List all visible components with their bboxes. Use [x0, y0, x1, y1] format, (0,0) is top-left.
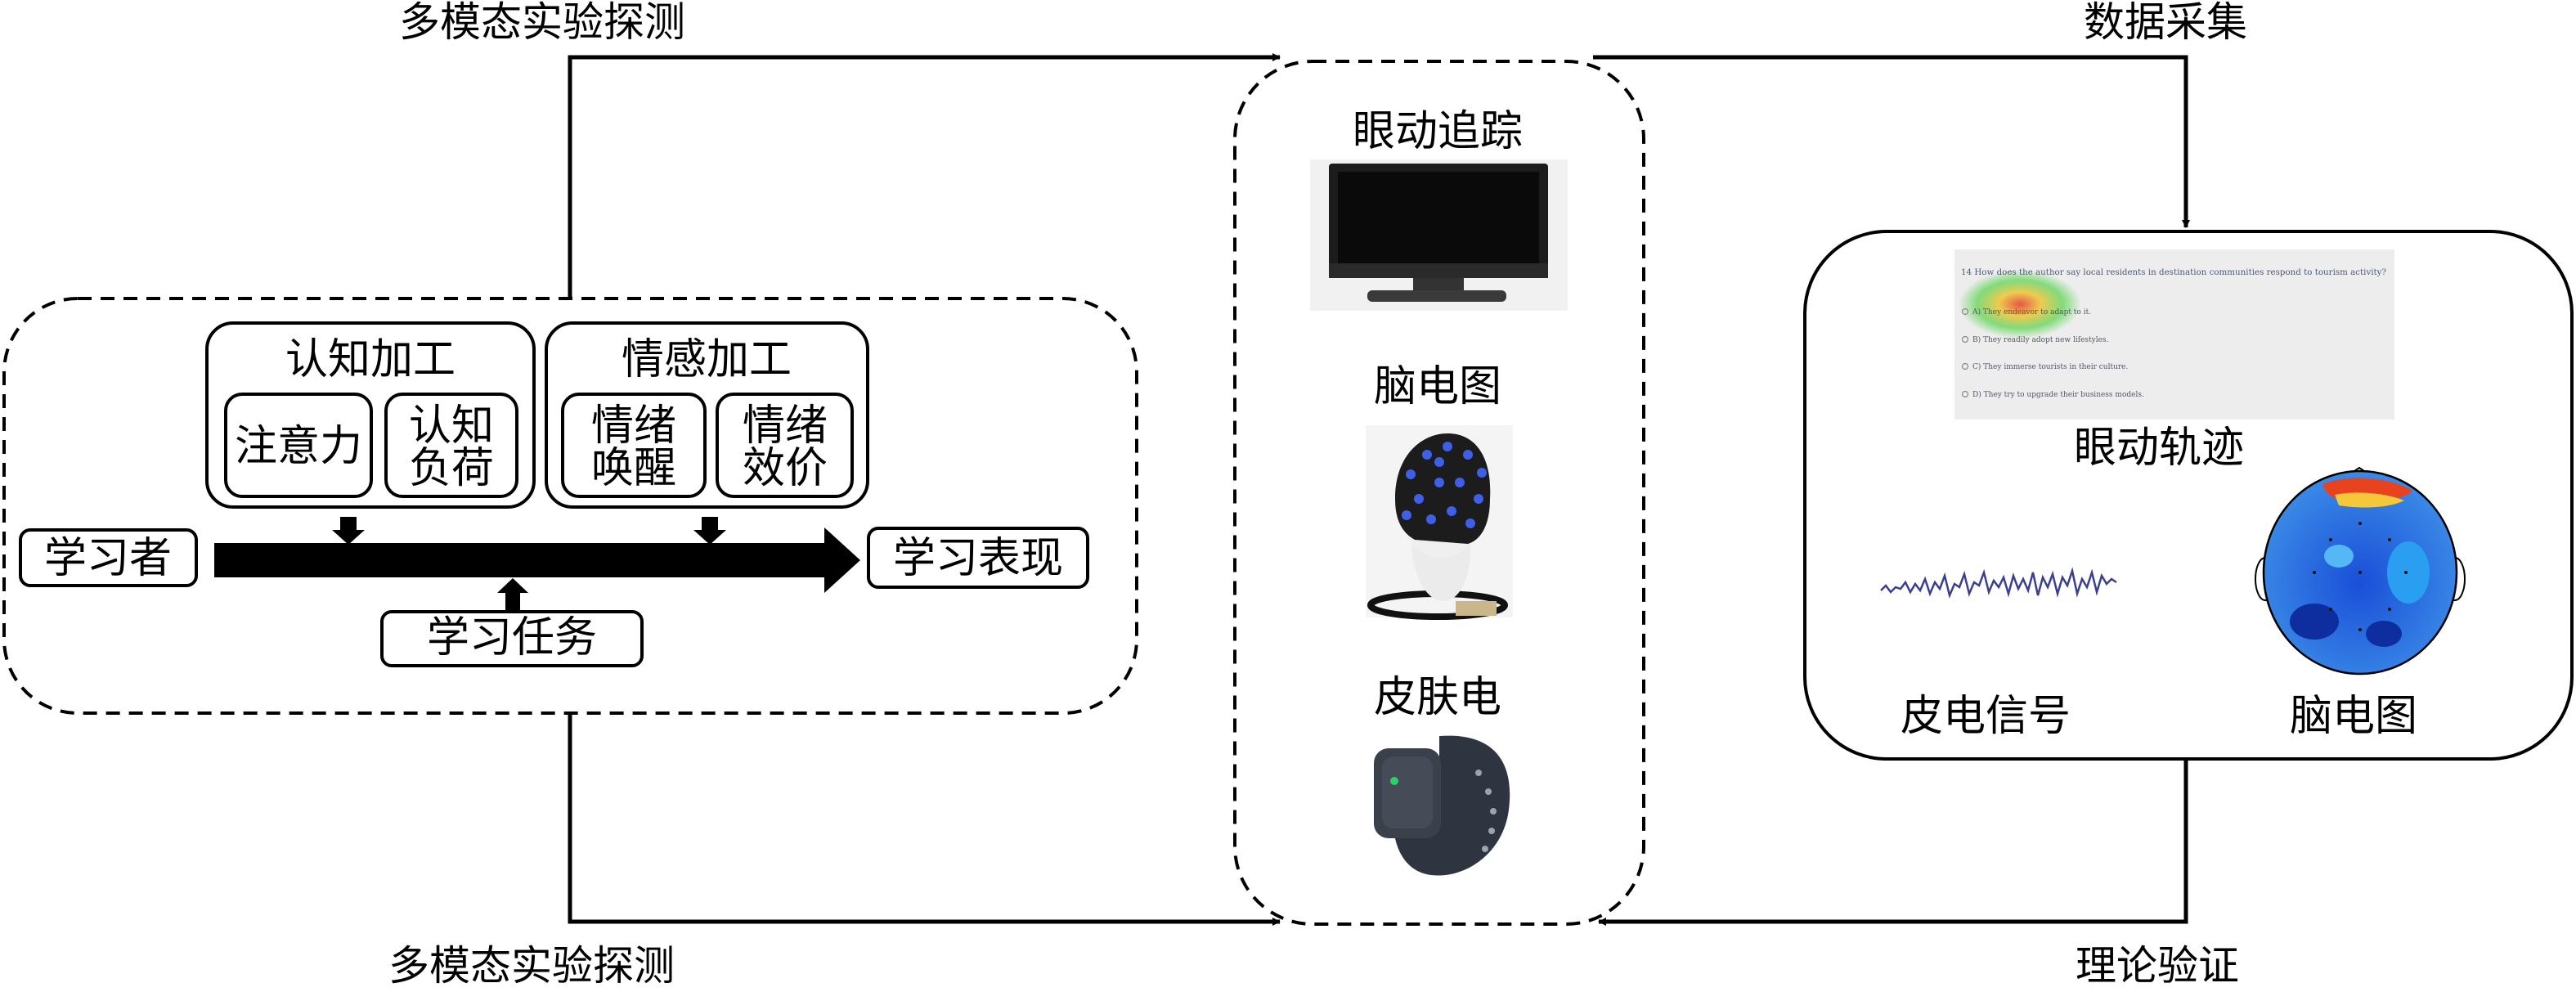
- attention-label: 注意力: [235, 422, 362, 471]
- eeg-topomap-image: [2255, 466, 2466, 676]
- emotional-title: 情感加工: [622, 335, 792, 384]
- eye-tracking-label: 眼动追踪: [1353, 107, 1523, 156]
- eye-heatmap-image: 14 How does the author say local residen…: [1954, 249, 2394, 420]
- label-bottom-right: 理论验证: [2076, 942, 2239, 990]
- cognitive-title: 认知加工: [285, 335, 456, 384]
- connector-bottom-left: [568, 713, 1281, 926]
- eeg-device-label: 脑电图: [1374, 362, 1501, 411]
- eye-trajectory-label: 眼动轨迹: [2074, 424, 2244, 473]
- label-top-right: 数据采集: [2084, 0, 2247, 46]
- eda-signal-label: 皮电信号: [1901, 692, 2071, 741]
- cognitive-load-box: [384, 393, 518, 498]
- heatmap-option-a: A) They endeavor to adapt to it.: [1972, 307, 2091, 316]
- valence-box: [716, 393, 854, 498]
- heatmap-option-c: C) They immerse tourists in their cultur…: [1972, 362, 2129, 371]
- eye-tracker-icon: [1310, 159, 1568, 311]
- heatmap-option-d: D) They try to upgrade their business mo…: [1972, 390, 2144, 399]
- heatmap-option-b: B) They readily adopt new lifestyles.: [1972, 335, 2109, 344]
- arousal-label-1: 情绪: [591, 402, 676, 451]
- devices-dashed-box: [1233, 60, 1645, 926]
- performance-box: [867, 527, 1089, 589]
- cognitive-load-label-2: 负荷: [409, 444, 494, 493]
- model-dashed-box: [2, 297, 1138, 715]
- eda-signal-waveform: [1880, 567, 2117, 599]
- connector-top-right: [1593, 55, 2190, 228]
- eeg-cap-icon: [1366, 425, 1513, 620]
- eda-device-label: 皮肤电: [1374, 673, 1501, 722]
- connector-top-left: [568, 53, 1281, 298]
- cognitive-down-arrow: [332, 517, 365, 545]
- learner-box: [19, 528, 198, 587]
- eda-wristband-icon: [1374, 735, 1510, 876]
- arousal-box: [561, 393, 707, 498]
- eeg-map-label: 脑电图: [2290, 692, 2417, 741]
- valence-label-2: 效价: [743, 444, 828, 493]
- task-up-arrow: [497, 578, 528, 612]
- label-bottom-left: 多模态实验探测: [388, 942, 675, 990]
- performance-label: 学习表现: [893, 534, 1063, 583]
- cognitive-load-label-1: 认知: [409, 402, 494, 451]
- task-box: [380, 610, 644, 667]
- connector-bottom-right: [1598, 759, 2188, 926]
- learner-label: 学习者: [44, 534, 172, 583]
- heatmap-question: 14 How does the author say local residen…: [1961, 267, 2386, 277]
- emotional-down-arrow: [693, 517, 726, 545]
- attention-box: [224, 393, 373, 498]
- task-label: 学习任务: [427, 613, 597, 662]
- main-flow-arrow: [214, 527, 860, 593]
- label-top-left: 多模态实验探测: [399, 0, 685, 46]
- valence-label-1: 情绪: [743, 402, 828, 451]
- arousal-label-2: 唤醒: [591, 444, 676, 493]
